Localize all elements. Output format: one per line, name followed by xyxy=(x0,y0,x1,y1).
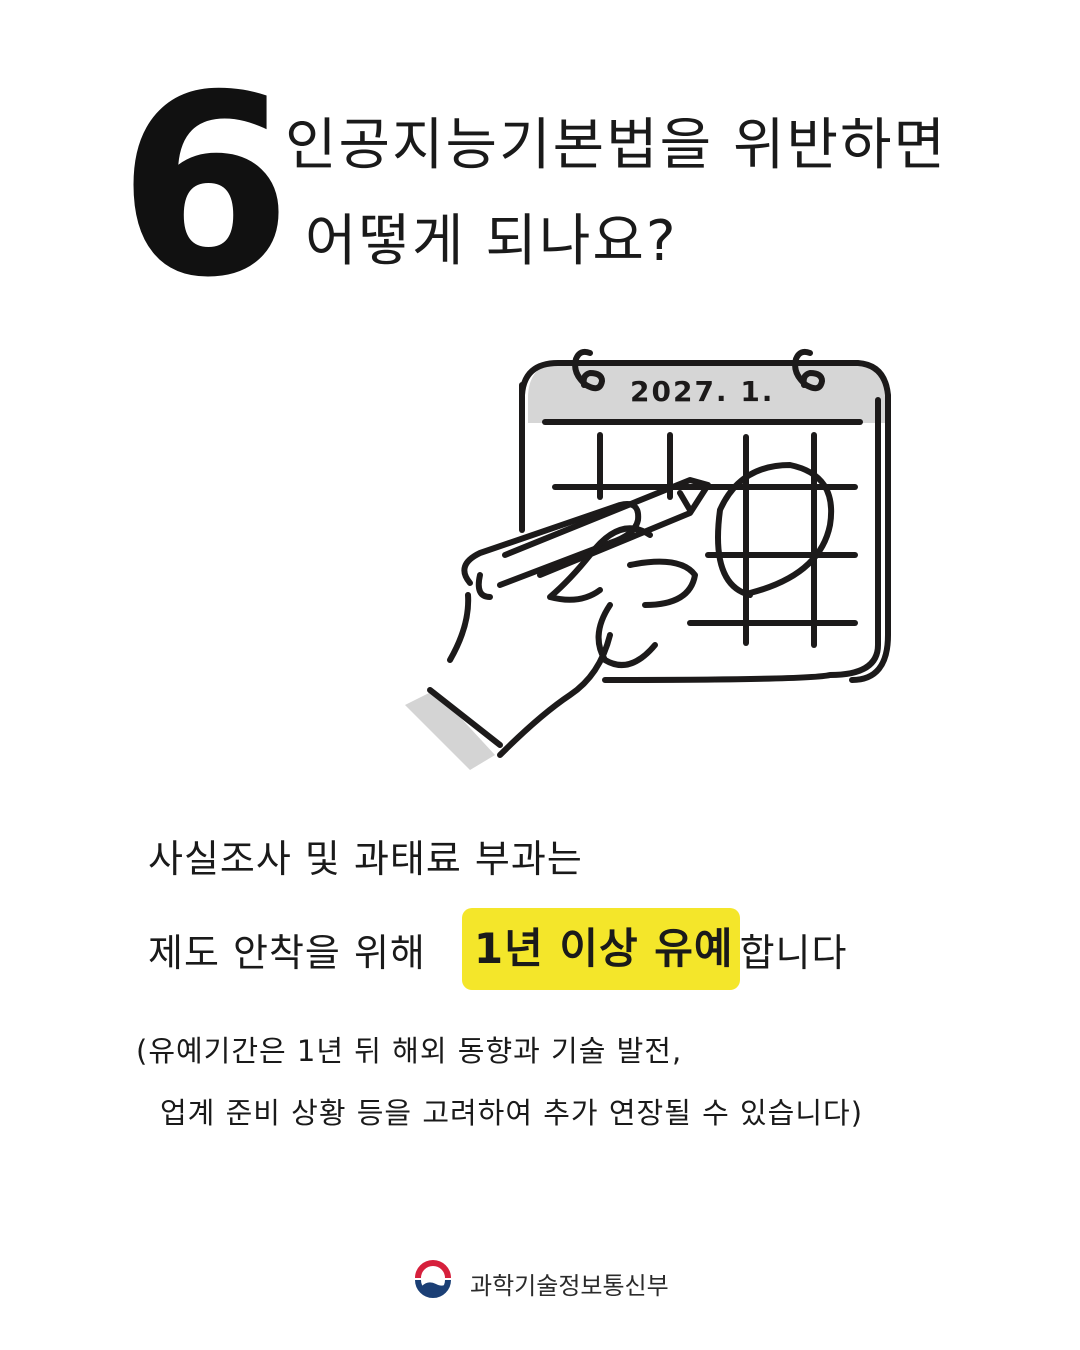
title-line-1: 인공지능기본법을 위반하면 xyxy=(285,113,948,178)
main-message: 사실조사 및 과태료 부과는 제도 안착을 위해 1년 이상 유예 합니다 xyxy=(148,820,848,990)
question-number: 6 xyxy=(118,41,292,332)
footer-logo: 과학기술정보통신부 xyxy=(410,1258,669,1308)
taegeuk-emblem-icon xyxy=(410,1258,456,1308)
message-line-2: 제도 안착을 위해 1년 이상 유예 합니다 xyxy=(148,908,848,990)
page-title: 인공지능기본법을 위반하면 어떻게 되나요? xyxy=(285,98,947,290)
message-line-2-prefix: 제도 안착을 위해 xyxy=(148,930,426,975)
grace-period-highlight: 1년 이상 유예 xyxy=(461,908,740,990)
calendar-hand-illustration: 2027. 1. xyxy=(390,335,900,785)
calendar-date-label: 2027. 1. xyxy=(630,375,775,408)
ministry-name: 과학기술정보통신부 xyxy=(470,1271,669,1300)
title-line-2: 어떻게 되나요? xyxy=(305,209,678,274)
message-line-1-text: 사실조사 및 과태료 부과는 xyxy=(148,836,583,881)
message-line-2-suffix: 합니다 xyxy=(739,930,848,975)
note-line-2: 업계 준비 상황 등을 고려하여 추가 연장될 수 있습니다) xyxy=(160,1096,864,1130)
message-line-1: 사실조사 및 과태료 부과는 xyxy=(148,820,847,890)
note-line-1: (유예기간은 1년 뒤 해외 동향과 기술 발전, xyxy=(136,1034,683,1068)
grace-period-note: (유예기간은 1년 뒤 해외 동향과 기술 발전, 업계 준비 상황 등을 고려… xyxy=(136,1020,863,1144)
